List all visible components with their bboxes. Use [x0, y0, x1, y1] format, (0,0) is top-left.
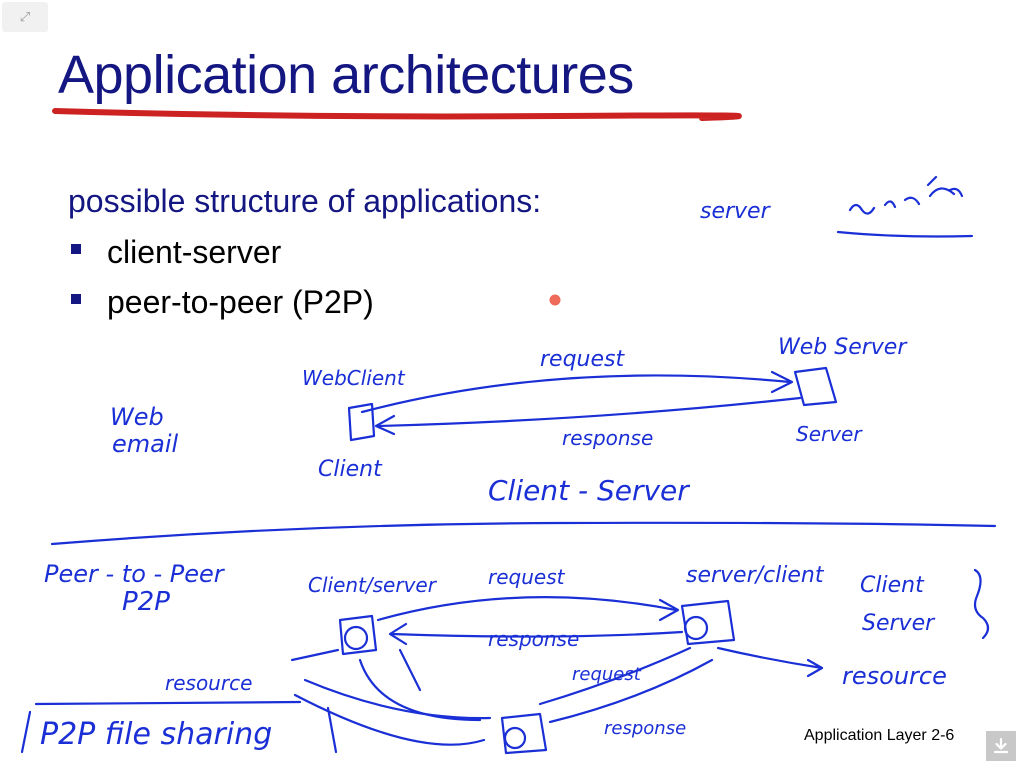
expand-icon: ⤢: [19, 9, 31, 25]
hw-client-right: Client: [860, 573, 925, 598]
p2p-response-arrowhead: [388, 622, 408, 646]
hw-server-client-node: server/client: [686, 563, 825, 588]
hw-client-server: Client - Server: [488, 474, 690, 507]
p2p-box-bracket-right: [326, 706, 338, 754]
web-server-box: [793, 366, 838, 407]
hw-p2p-file-sharing: P2P file sharing: [40, 717, 272, 752]
hw-top-right-server: server: [700, 199, 772, 224]
p2p-resource-right-head: [806, 658, 824, 678]
peer-left-disk: [343, 625, 369, 651]
hw-request-top: request: [540, 347, 625, 372]
p2p-resource-left-2: [303, 678, 492, 720]
hw-response-bottom: response: [604, 718, 686, 739]
hw-request-p2p: request: [488, 565, 566, 589]
top-right-underline: [836, 230, 974, 238]
peer-box-left: [338, 614, 378, 656]
response-arrowhead: [374, 414, 396, 436]
hw-resource-left: resource: [165, 671, 252, 695]
hw-web-client: WebClient: [302, 366, 406, 390]
right-brace: [973, 568, 990, 640]
bullet-marker: [71, 244, 81, 254]
hw-web-server: Web Server: [778, 335, 908, 360]
hw-client-label: Client: [318, 457, 383, 482]
hw-request-p2p-2: request: [572, 664, 642, 685]
bullet-item: peer-to-peer (P2P): [70, 282, 374, 332]
separator-line: [50, 521, 997, 546]
p2p-request-arrowhead: [658, 598, 680, 622]
hw-server-right: Server: [862, 611, 936, 636]
expand-button[interactable]: ⤢: [2, 2, 48, 32]
response-arrow: [376, 396, 802, 428]
peer-right-disk: [683, 615, 709, 641]
title-underline: [52, 108, 742, 121]
p2p-underline: [34, 700, 302, 706]
p2p-response-arrow: [390, 630, 684, 638]
p2p-resource-left-1: [290, 648, 340, 662]
bullet-text: client-server: [107, 234, 282, 270]
p2p-left-loop: [358, 658, 482, 722]
download-icon: [993, 737, 1009, 754]
hw-client-server-node: Client/server: [308, 573, 438, 597]
hw-web: Web: [110, 403, 164, 431]
bullet-marker: [71, 294, 81, 304]
p2p-box-bracket-left: [20, 710, 32, 754]
p2p-bottom-request: [538, 646, 692, 706]
slide-subtitle: possible structure of applications:: [68, 183, 542, 219]
hw-peer-to-peer: Peer - to - Peer: [44, 560, 226, 588]
peer-bottom-disk: [503, 726, 527, 750]
p2p-request-arrow: [376, 596, 678, 622]
hw-response-p2p: response: [488, 627, 579, 651]
hw-email: email: [112, 430, 179, 458]
slide-footer: Application Layer 2-6: [804, 727, 955, 744]
request-arrowhead: [770, 370, 794, 394]
download-button[interactable]: [986, 731, 1016, 761]
hw-response-top: response: [562, 426, 653, 450]
p2p-resource-left-3: [293, 693, 486, 746]
pointer-dot: [549, 294, 561, 306]
bullet-text: peer-to-peer (P2P): [107, 284, 374, 320]
hw-p2p: P2P: [122, 587, 170, 617]
p2p-resource-right: [716, 646, 824, 670]
p2p-bottom-response: [548, 658, 714, 724]
handwriting-text: server WebClient request Web Server Web …: [40, 199, 947, 752]
hw-resource-right: resource: [842, 662, 947, 690]
bullet-item: client-server: [70, 232, 374, 282]
hw-server-label: Server: [796, 422, 863, 446]
web-client-box: [347, 402, 376, 442]
slide-title: Application architectures: [58, 45, 634, 105]
p2p-left-arrow: [398, 648, 422, 692]
persian-scribble: [848, 175, 964, 215]
bullet-list: client-server peer-to-peer (P2P): [70, 232, 374, 332]
request-arrow: [360, 374, 792, 414]
